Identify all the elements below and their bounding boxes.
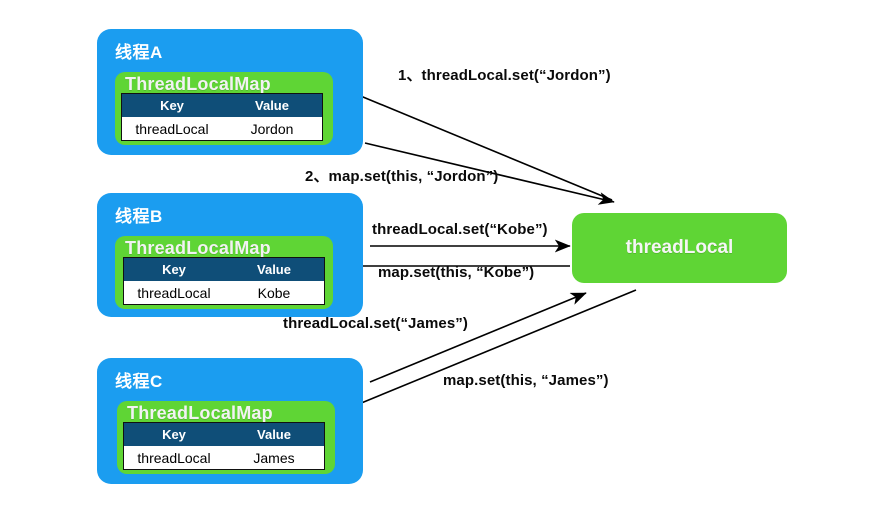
thread-box-c: 线程C ThreadLocalMap Key Value threadLocal… [97,358,363,484]
kv-table-c-header-value: Value [257,427,291,442]
thread-box-b: 线程B ThreadLocalMap Key Value threadLocal… [97,193,363,317]
table-row: threadLocal Jordon [122,117,322,140]
kv-table-c-header-row: Key Value [124,423,324,446]
arrow-label-c-set: threadLocal.set(“James”) [283,315,468,332]
threadlocalmap-b-title: ThreadLocalMap [125,238,271,258]
table-row: threadLocal Kobe [124,281,324,304]
threadlocalmap-c-title: ThreadLocalMap [127,403,273,423]
kv-table-c-cell-key: threadLocal [137,449,211,466]
kv-table-a-cell-value: Jordon [250,120,294,137]
kv-table-b-header-row: Key Value [124,258,324,281]
arrow-label-a-set: 1、threadLocal.set(“Jordon”) [398,67,611,84]
table-row: threadLocal James [124,446,324,469]
kv-table-a-cell-key: threadLocal [135,120,209,137]
kv-table-b-cell-key: threadLocal [137,284,211,301]
kv-table-a-header-value: Value [255,98,289,113]
arrow-label-b-set: threadLocal.set(“Kobe”) [372,221,548,238]
thread-box-a: 线程A ThreadLocalMap Key Value threadLocal… [97,29,363,155]
arrow-label-b-map-set: map.set(this, “Kobe”) [378,264,535,281]
kv-table-c-cell-value: James [253,449,295,466]
arrow-c-map-set [319,289,637,421]
threadlocal-object-label: threadLocal [625,237,734,258]
kv-table-c: Key Value threadLocal James [123,422,325,470]
kv-table-a: Key Value threadLocal Jordon [121,93,323,141]
thread-a-title: 线程A [115,43,163,62]
threadlocalmap-a-title: ThreadLocalMap [125,74,271,94]
kv-table-b: Key Value threadLocal Kobe [123,257,325,305]
threadlocal-object-box: threadLocal [572,213,787,283]
kv-table-b-cell-value: Kobe [257,284,291,301]
arrow-c-set [369,292,587,383]
thread-b-title: 线程B [115,207,163,226]
kv-table-b-header-value: Value [257,262,291,277]
kv-table-c-header-key: Key [162,427,186,442]
arrow-label-c-map-set: map.set(this, “James”) [443,372,609,389]
kv-table-b-header-key: Key [162,262,186,277]
kv-table-a-header-key: Key [160,98,184,113]
kv-table-a-header-row: Key Value [122,94,322,117]
arrow-label-a-map-set: 2、map.set(this, “Jordon”) [305,168,499,185]
thread-c-title: 线程C [115,372,163,391]
